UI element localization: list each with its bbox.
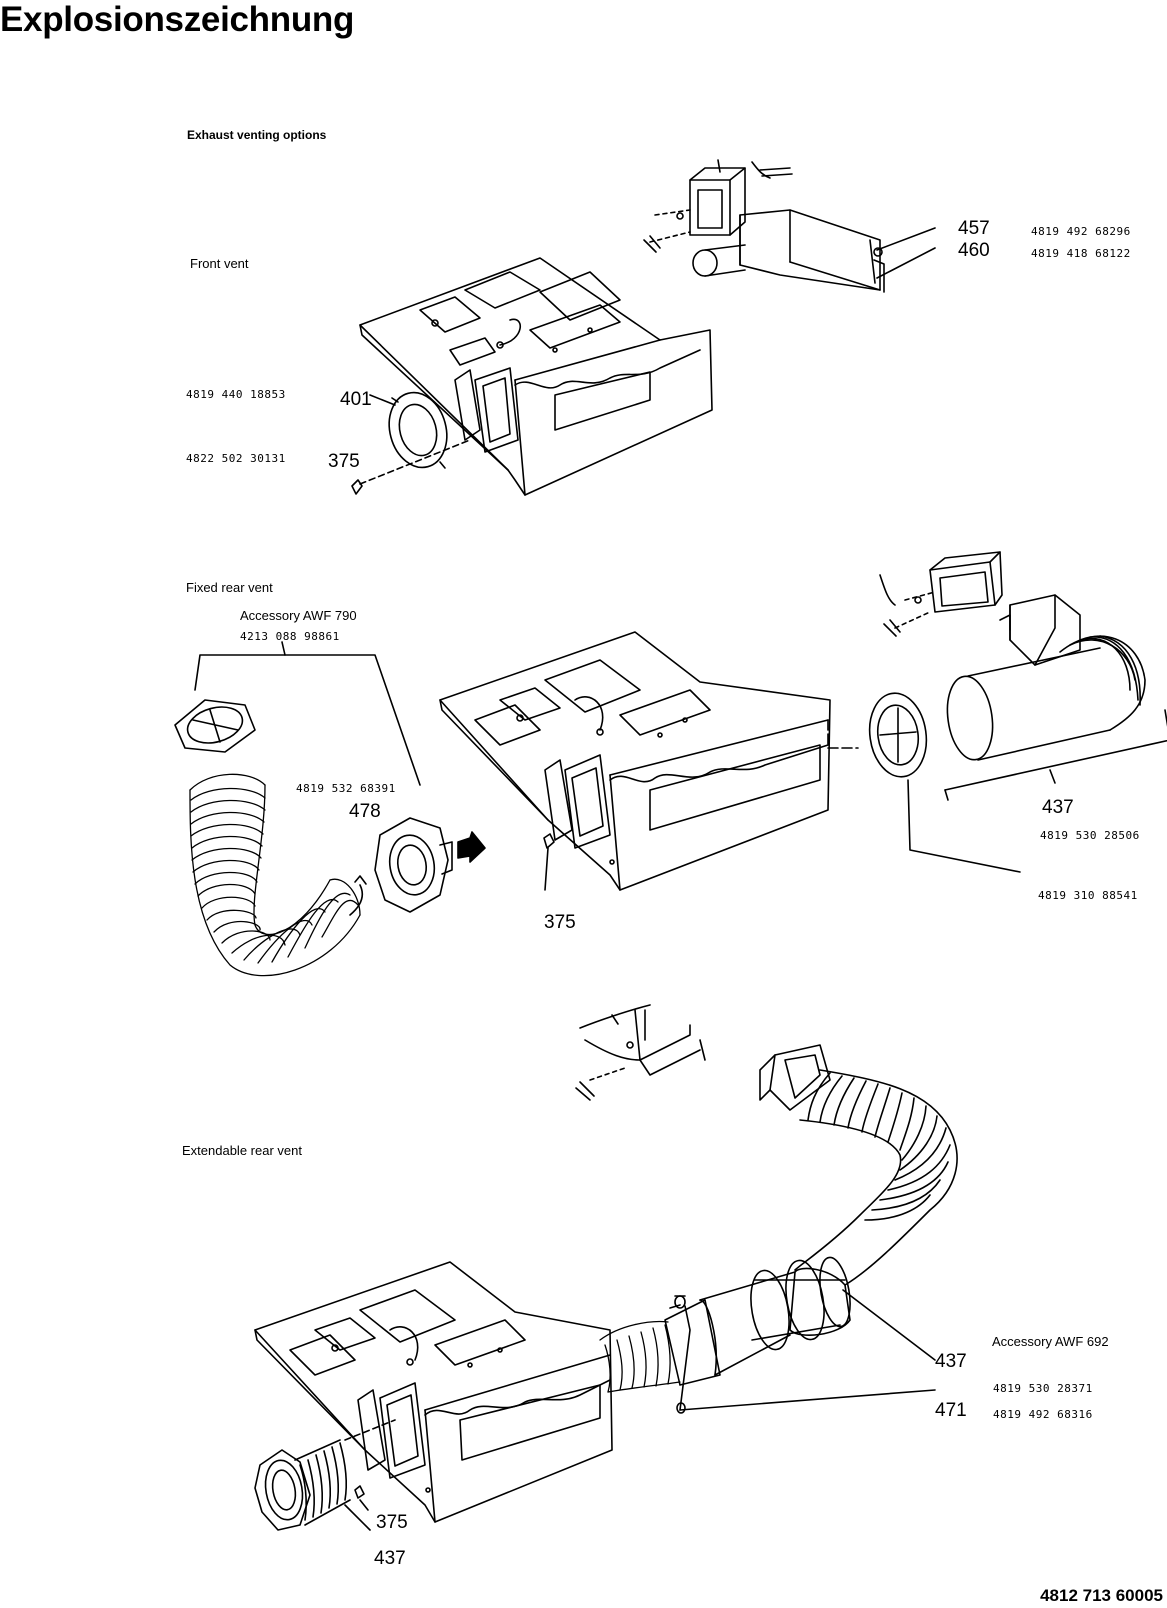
front-vent-assembly (351, 159, 936, 496)
diagram-heading: Exhaust venting options (187, 128, 327, 142)
section-label-extendable-rear-vent: Extendable rear vent (182, 1143, 302, 1158)
leader-437-extendable (842, 1289, 936, 1361)
leader-437-fixed (1049, 769, 1056, 784)
part-number-471: 4819 492 68316 (993, 1408, 1093, 1421)
extendable-upper-bracket (575, 1004, 706, 1101)
accessory-number-awf-790: 4213 088 98861 (240, 630, 340, 643)
part-number-375: 4822 502 30131 (186, 452, 286, 465)
extendable-base-plate (254, 1261, 613, 1523)
part-number-460: 4819 418 68122 (1031, 247, 1131, 260)
accessory-awf-692: Accessory AWF 692 (992, 1334, 1109, 1349)
vent-ring-401 (388, 391, 448, 469)
leader-88541 (907, 779, 1021, 873)
accessory-bracket-line (194, 654, 421, 786)
leader-437-extendable-front (344, 1504, 371, 1531)
leader-375-extendable (359, 1499, 369, 1511)
part-number-437-extendable: 4819 530 28371 (993, 1382, 1093, 1395)
ref-437-fixed: 437 (1042, 797, 1074, 818)
extendable-lower-hose (599, 1320, 681, 1393)
ref-478: 478 (349, 801, 381, 822)
part-number-457: 4819 492 68296 (1031, 225, 1131, 238)
leader-471 (679, 1389, 936, 1411)
section-label-fixed-rear-vent: Fixed rear vent (186, 580, 273, 595)
fixed-rear-upper-duct (879, 551, 1081, 666)
leader-375-fixed (544, 847, 549, 891)
part-number-437-fixed: 4819 530 28506 (1040, 829, 1140, 842)
part-number-88541: 4819 310 88541 (1038, 889, 1138, 902)
ref-471: 471 (935, 1400, 967, 1421)
ref-457: 457 (958, 218, 990, 239)
section-label-front-vent: Front vent (190, 256, 249, 271)
clip-upper (674, 1295, 686, 1309)
ref-401: 401 (340, 389, 372, 410)
ref-460: 460 (958, 240, 990, 261)
screw-375-extendable (354, 1485, 365, 1499)
ref-437-extendable-front: 437 (374, 1548, 406, 1569)
bracket-437 (944, 709, 1167, 791)
front-vent-upper-duct (643, 159, 885, 293)
leader-401 (369, 394, 396, 406)
accessory-awf-790: Accessory AWF 790 (240, 608, 357, 623)
document-number: 4812 713 60005 (1040, 1586, 1163, 1605)
coupling-478 (374, 817, 453, 913)
ref-375-extendable: 375 (376, 1512, 408, 1533)
rear-vent-tube-437 (946, 635, 1146, 761)
ref-375-front: 375 (328, 451, 360, 472)
accessory-top-ring (174, 699, 256, 753)
screw-375-fixed (543, 833, 555, 849)
leader-460 (876, 247, 936, 279)
extendable-top-elbow (759, 1044, 958, 1286)
fixed-rear-base-plate (439, 631, 859, 891)
part-number-401: 4819 440 18853 (186, 388, 286, 401)
screw-375-front (351, 439, 471, 495)
direction-arrow (457, 831, 486, 863)
accessory-flex-hose (189, 773, 361, 977)
ref-437-extendable: 437 (935, 1351, 967, 1372)
ref-375-fixed: 375 (544, 912, 576, 933)
rotation-arrow (349, 884, 364, 916)
extendable-rear-vent-assembly (254, 1004, 958, 1531)
part-number-478: 4819 532 68391 (296, 782, 396, 795)
extendable-cage-section (664, 1256, 851, 1386)
front-vent-base-plate (359, 257, 713, 496)
extendable-front-nozzle (254, 1419, 396, 1531)
page-title: Explosionszeichnung (0, 0, 355, 39)
leader-457 (876, 227, 936, 251)
rear-vent-ring (868, 692, 928, 778)
